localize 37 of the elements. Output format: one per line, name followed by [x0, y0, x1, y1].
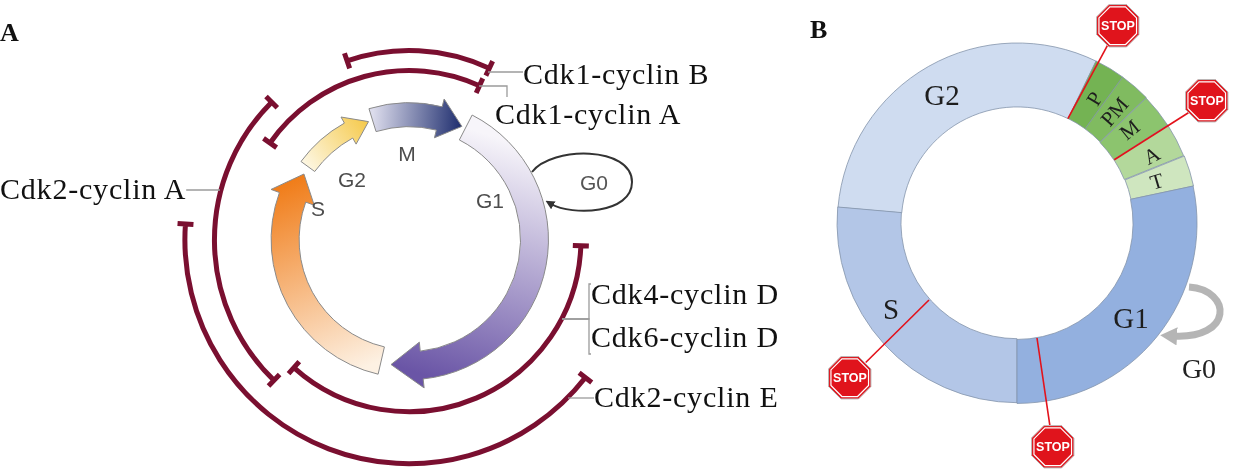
panel-label: B — [810, 17, 828, 43]
stop-sign: STOP — [828, 356, 872, 400]
leader-line — [561, 318, 592, 355]
complex-label: Cdk1-cyclin B — [523, 57, 710, 92]
stop-sign: STOP — [1031, 425, 1075, 469]
phase-label: G1 — [476, 189, 504, 211]
checkpoint-line — [1067, 44, 1109, 120]
bar-ended-arc — [211, 93, 282, 389]
phase-label: P — [1082, 88, 1107, 110]
stop-sign: STOP — [1096, 4, 1140, 48]
phase-label: A — [1140, 143, 1164, 169]
checkpoint-line — [864, 299, 930, 364]
leader-line — [478, 85, 508, 98]
leader-line — [487, 71, 524, 73]
phase-label: G2 — [924, 80, 960, 110]
stop-sign: STOP — [1185, 79, 1229, 123]
complex-label: Cdk1-cyclin A — [495, 97, 682, 132]
phase-label: M — [398, 142, 416, 164]
complex-label: Cdk4-cyclin D — [591, 277, 779, 312]
leader-line — [185, 189, 221, 191]
leader-line — [567, 397, 595, 399]
panel-label: A — [0, 20, 19, 46]
phase-label: G1 — [1113, 303, 1149, 333]
phase-label: S — [882, 294, 900, 324]
phase-band — [268, 172, 387, 377]
loop-arrow — [531, 152, 633, 212]
complex-label: Cdk2-cyclin E — [594, 380, 779, 415]
bar-ended-arc — [342, 47, 496, 78]
phase-label: T — [1147, 170, 1167, 194]
phase-label: G2 — [338, 168, 366, 190]
complex-label: Cdk2-cyclin A — [0, 172, 187, 207]
complex-label: Cdk6-cyclin D — [591, 320, 779, 355]
bar-ended-arc — [286, 243, 592, 415]
checkpoint-line — [1036, 337, 1051, 426]
phase-label: S — [311, 197, 325, 219]
checkpoint-line — [1113, 112, 1190, 161]
loop-arrow — [1160, 283, 1224, 346]
